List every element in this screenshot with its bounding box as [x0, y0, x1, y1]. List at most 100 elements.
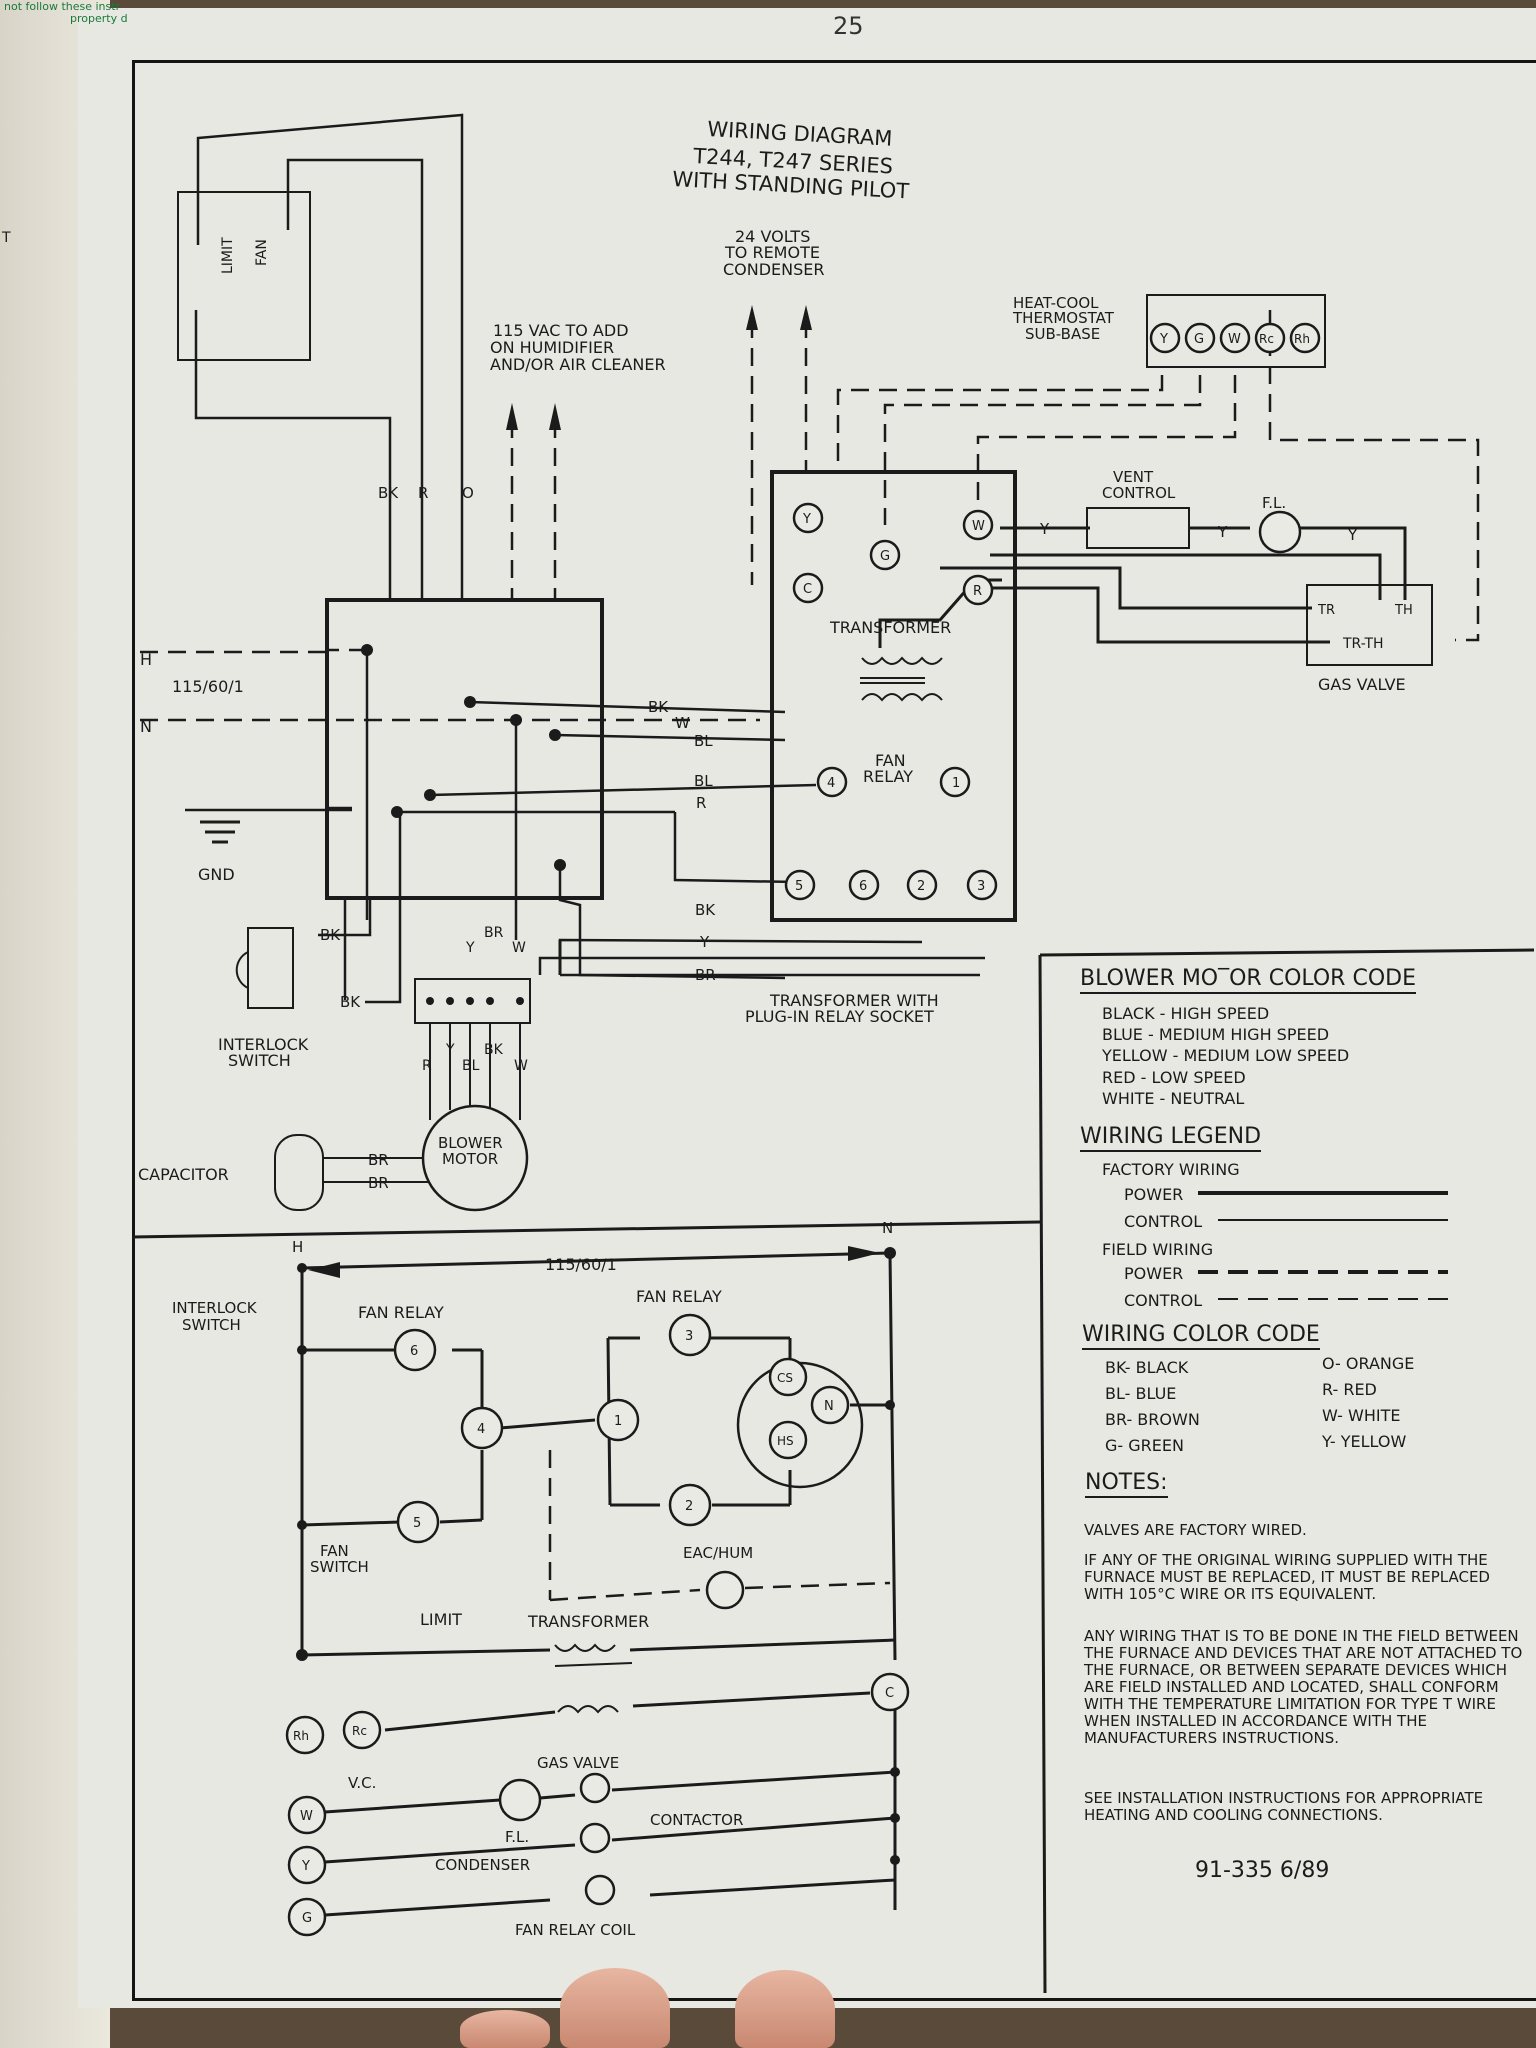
- facing-page-text: not follow these instr: [4, 0, 121, 13]
- limit-label: LIMIT: [220, 237, 236, 274]
- transformer-socket-box: [770, 470, 1017, 922]
- svg-text:W: W: [972, 519, 985, 534]
- notes-heading: NOTES:: [1085, 1470, 1168, 1498]
- svg-text:BR: BR: [368, 1174, 389, 1192]
- svg-text:O: O: [462, 484, 474, 502]
- blower-code-item: BLUE - MEDIUM HIGH SPEED: [1102, 1025, 1330, 1044]
- terminal-4: [816, 766, 848, 798]
- ladder-transformer: TRANSFORMER: [527, 1612, 649, 1631]
- svg-text:CS: CS: [777, 1371, 793, 1385]
- svg-text:BR: BR: [368, 1151, 389, 1169]
- limit-fan-box: [177, 191, 311, 361]
- svg-text:4: 4: [477, 1422, 485, 1437]
- svg-text:Rh: Rh: [293, 1729, 309, 1743]
- svg-text:BR: BR: [484, 925, 504, 941]
- svg-text:BL: BL: [462, 1058, 480, 1074]
- wire: [196, 113, 464, 600]
- terminal-c: [792, 572, 824, 604]
- svg-text:2: 2: [917, 879, 925, 894]
- panel-divider: [1039, 948, 1535, 957]
- ladder-interlock-1: INTERLOCK: [172, 1299, 258, 1317]
- panel-divider: [1038, 954, 1047, 1994]
- ladder-eac-hum: EAC/HUM: [683, 1544, 753, 1562]
- svg-text:BR: BR: [695, 966, 716, 984]
- ladder-gas-valve: GAS VALVE: [537, 1754, 619, 1772]
- interlock-switch-box: [247, 927, 294, 1009]
- terminal-1: [939, 766, 971, 798]
- thermostat-subbase-box: [1146, 294, 1326, 368]
- svg-text:Y: Y: [1217, 523, 1228, 541]
- blower-code-item: RED - LOW SPEED: [1102, 1068, 1246, 1087]
- facing-page-text: property d: [70, 12, 128, 25]
- legend-factory-control: CONTROL: [1124, 1212, 1203, 1231]
- ladder-contactor: CONTACTOR: [650, 1811, 743, 1829]
- ladder-h: H: [292, 1238, 303, 1256]
- ladder-fan-relay-left: FAN RELAY: [358, 1303, 444, 1322]
- page-number: 25: [833, 12, 864, 40]
- svg-text:C: C: [885, 1686, 894, 1701]
- terminal-w: [962, 509, 994, 541]
- gv-tr: TR: [1317, 603, 1335, 618]
- color-code-left: BL- BLUE: [1105, 1384, 1177, 1403]
- interlock-label-2: SWITCH: [228, 1051, 291, 1070]
- svg-text:R: R: [418, 484, 428, 502]
- svg-text:BK: BK: [378, 484, 399, 502]
- tstat-y: Y: [1159, 332, 1168, 347]
- n-label: N: [140, 717, 152, 736]
- tstat-rc: Rc: [1259, 332, 1274, 346]
- fan-label: FAN: [254, 239, 270, 266]
- terminal-3: [966, 869, 998, 901]
- svg-text:BL: BL: [694, 772, 713, 790]
- ladder-interlock-2: SWITCH: [182, 1316, 241, 1334]
- humidifier-label-2: ON HUMIDIFIER: [490, 338, 614, 357]
- panel-divider: [131, 1220, 1041, 1239]
- form-number: 91-335 6/89: [1195, 1858, 1330, 1883]
- svg-text:Y: Y: [465, 940, 475, 956]
- svg-text:BK: BK: [320, 926, 341, 944]
- svg-text:1: 1: [614, 1414, 622, 1429]
- terminal-5: [784, 869, 816, 901]
- thumb: [460, 2010, 550, 2048]
- blower-code-item: YELLOW - MEDIUM LOW SPEED: [1102, 1046, 1350, 1065]
- svg-text:Y: Y: [802, 512, 811, 527]
- svg-text:W: W: [514, 1058, 528, 1074]
- color-code-right: R- RED: [1322, 1380, 1377, 1399]
- note-2: IF ANY OF THE ORIGINAL WIRING SUPPLIED W…: [1084, 1551, 1490, 1603]
- svg-text:BK: BK: [695, 901, 716, 919]
- note-3: ANY WIRING THAT IS TO BE DONE IN THE FIE…: [1084, 1627, 1523, 1747]
- facing-page-text: T: [2, 230, 11, 246]
- vent-control-label-1: VENT: [1113, 468, 1154, 486]
- legend-factory: FACTORY WIRING: [1102, 1160, 1240, 1179]
- svg-text:G: G: [880, 549, 890, 564]
- svg-text:BK: BK: [484, 1042, 504, 1058]
- svg-text:6: 6: [410, 1344, 418, 1359]
- svg-text:BK: BK: [648, 698, 669, 716]
- svg-text:5: 5: [413, 1516, 421, 1531]
- legend-field-power: POWER: [1124, 1264, 1184, 1283]
- svg-text:HS: HS: [777, 1434, 794, 1448]
- svg-text:3: 3: [977, 879, 985, 894]
- svg-text:G: G: [302, 1911, 312, 1926]
- svg-text:2: 2: [685, 1499, 693, 1514]
- svg-text:5: 5: [795, 879, 803, 894]
- color-code-left: BK- BLACK: [1105, 1358, 1189, 1377]
- humidifier-label-1: 115 VAC TO ADD: [493, 321, 629, 340]
- gv-th: TH: [1394, 603, 1413, 618]
- thumb: [735, 1970, 835, 2048]
- svg-text:Y: Y: [445, 1042, 455, 1058]
- note-1: VALVES ARE FACTORY WIRED.: [1084, 1521, 1307, 1539]
- svg-text:R: R: [422, 1058, 432, 1074]
- terminal-y: [792, 502, 824, 534]
- gv-trth: TR-TH: [1342, 636, 1384, 652]
- terminal-r: [962, 574, 994, 606]
- svg-text:6: 6: [859, 879, 867, 894]
- gas-valve-label: GAS VALVE: [1318, 675, 1406, 694]
- humidifier-label-3: AND/OR AIR CLEANER: [490, 355, 666, 374]
- svg-text:Y: Y: [301, 1859, 310, 1874]
- wire: [194, 310, 392, 600]
- capacitor-box: [274, 1134, 324, 1211]
- thermostat-label-3: SUB-BASE: [1025, 325, 1100, 343]
- thumb: [560, 1968, 670, 2048]
- remote-label-1: 24 VOLTS: [735, 227, 810, 246]
- svg-text:C: C: [803, 582, 812, 597]
